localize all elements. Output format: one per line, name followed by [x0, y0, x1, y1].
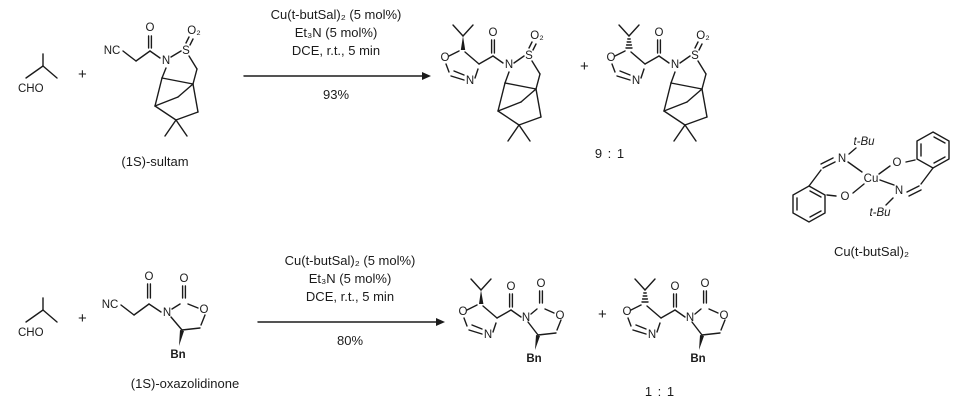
condition-line: Et₃N (5 mol%) [294, 25, 378, 40]
bond-lines [122, 35, 199, 137]
n-label: N [522, 312, 530, 324]
structure-isobutyraldehyde-bottom: CHO [8, 292, 78, 347]
ring-o2-label: O [720, 310, 729, 322]
substrate-name-bottom: (1S)-oxazolidinone [130, 376, 240, 391]
structure-sultam-substrate: NC O N S O₂ [98, 6, 243, 156]
plus-sign: + [78, 310, 87, 327]
o-label-top: O [893, 157, 902, 169]
bond-lines [792, 131, 950, 223]
cho-label: CHO [18, 83, 44, 95]
ring-n-label: N [466, 75, 474, 87]
bond-lines [25, 297, 58, 323]
tbu-label-top: t-Bu [853, 136, 875, 148]
s-label: S [525, 50, 533, 62]
structure-product-bottom-1: O N O N O O Bn [448, 268, 598, 383]
o2-label: O₂ [187, 25, 200, 37]
structure-catalyst-complex: Cu N t-Bu O N t-Bu O [783, 112, 960, 240]
o2-label: O₂ [530, 30, 543, 42]
condition-line: DCE, r.t., 5 min [291, 43, 381, 58]
structure-product-bottom-2: O N O N O O Bn [612, 268, 762, 383]
plus-sign: + [580, 58, 589, 75]
condition-line: DCE, r.t., 5 min [305, 289, 395, 304]
carbonyl-o-label: O [671, 281, 680, 293]
stereo-wedge [179, 330, 184, 346]
nc-label: NC [102, 299, 119, 311]
condition-line: Cu(t-butSal)₂ (5 mol%) [270, 7, 402, 22]
ring-o2-label: O [556, 310, 565, 322]
n-label-top: N [838, 153, 846, 165]
stereo-wedge-bn [699, 335, 704, 350]
bond-lines [120, 283, 206, 331]
ring-o-label: O [200, 304, 209, 316]
o2-label: O₂ [696, 30, 709, 42]
n-label: N [162, 55, 170, 67]
reaction-arrow-top [242, 70, 432, 82]
reaction-conditions-bottom: Cu(t-butSal)₂ (5 mol%) Et₃N (5 mol%) DCE… [240, 252, 460, 306]
structure-isobutyraldehyde-top: CHO [8, 48, 78, 103]
n-label: N [671, 59, 679, 71]
ring-o-label: O [607, 52, 616, 64]
bond-lines [627, 278, 726, 336]
cho-label: CHO [18, 327, 44, 339]
carbonyl-o-label: O [145, 271, 154, 283]
stereo-wedge [479, 290, 484, 304]
plus-sign: + [598, 306, 607, 323]
substrate-name-top: (1S)-sultam [121, 154, 189, 169]
bond-lines [445, 24, 542, 142]
n-label: N [686, 312, 694, 324]
bn-label: Bn [170, 349, 185, 361]
bond-lines [611, 24, 708, 142]
ring-o-label: O [441, 52, 450, 64]
bn-label: Bn [526, 353, 541, 365]
n-label-bottom: N [895, 185, 903, 197]
structure-oxazolidinone-substrate: NC O N O O Bn [96, 258, 246, 373]
bn-label: Bn [690, 353, 705, 365]
bond-lines [25, 53, 58, 79]
ring-n-label: N [632, 75, 640, 87]
stereo-wedge [460, 36, 466, 50]
plus-sign: + [78, 66, 87, 83]
bond-lines [463, 278, 562, 336]
ring-carbonyl-o-label: O [537, 278, 546, 290]
ring-o-label: O [459, 306, 468, 318]
ring-carbonyl-o-label: O [701, 278, 710, 290]
arrowhead-icon [422, 72, 431, 80]
carbonyl-o-label: O [146, 22, 155, 34]
reaction-arrow-bottom [256, 316, 446, 328]
structure-product-top-minor: O N O N S O₂ [596, 12, 746, 162]
s-label: S [182, 45, 190, 57]
nc-label: NC [104, 45, 121, 57]
stereo-wedge-bn [535, 335, 540, 350]
n-label: N [505, 59, 513, 71]
carbonyl-o-label: O [655, 27, 664, 39]
s-label: S [691, 50, 699, 62]
structure-product-top-major: O N O N S O₂ [430, 12, 580, 162]
ring-carbonyl-o-label: O [180, 273, 189, 285]
ring-n-label: N [648, 329, 656, 341]
ring-n-label: N [484, 329, 492, 341]
ring-n-label: N [163, 307, 171, 319]
ring-o-label: O [623, 306, 632, 318]
cu-label: Cu [864, 173, 879, 185]
tbu-label-bottom: t-Bu [869, 207, 891, 219]
yield-top: 93% [322, 87, 350, 102]
arrowhead-icon [436, 318, 445, 326]
catalyst-name: Cu(t-butSal)₂ [833, 244, 910, 259]
condition-line: Et₃N (5 mol%) [308, 271, 392, 286]
o-label-bottom: O [841, 191, 850, 203]
product-ratio-bottom: 1 : 1 [644, 384, 676, 399]
carbonyl-o-label: O [489, 27, 498, 39]
yield-bottom: 80% [336, 333, 364, 348]
condition-line: Cu(t-butSal)₂ (5 mol%) [284, 253, 416, 268]
carbonyl-o-label: O [507, 281, 516, 293]
reaction-conditions-top: Cu(t-butSal)₂ (5 mol%) Et₃N (5 mol%) DCE… [226, 6, 446, 60]
product-ratio-top: 9 : 1 [594, 146, 626, 161]
